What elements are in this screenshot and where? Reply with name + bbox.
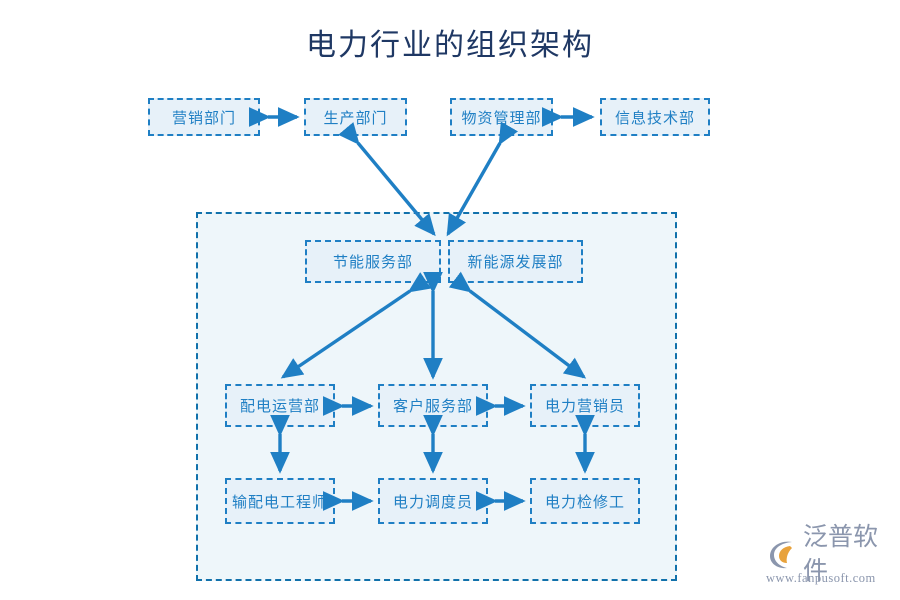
node-marketing-dept[interactable]: 营销部门 — [148, 98, 260, 136]
node-new-energy-development-dept[interactable]: 新能源发展部 — [448, 240, 583, 283]
node-power-dispatcher[interactable]: 电力调度员 — [378, 478, 488, 524]
brand-name: 泛普软件 — [803, 522, 879, 585]
node-power-marketer[interactable]: 电力营销员 — [530, 384, 640, 427]
node-production-dept[interactable]: 生产部门 — [304, 98, 407, 136]
node-customer-service-dept[interactable]: 客户服务部 — [378, 384, 488, 427]
page-title: 电力行业的组织架构 — [306, 28, 594, 63]
node-transmission-distribution-engineer[interactable]: 输配电工程师 — [225, 478, 335, 524]
fanpu-logo-icon — [766, 537, 800, 571]
brand-url: www.fanpusoft.com — [766, 571, 876, 585]
node-materials-mgmt-dept[interactable]: 物资管理部 — [450, 98, 553, 136]
node-distribution-operations-dept[interactable]: 配电运营部 — [225, 384, 335, 427]
node-energy-saving-service-dept[interactable]: 节能服务部 — [305, 240, 441, 283]
node-it-dept[interactable]: 信息技术部 — [600, 98, 710, 136]
watermark-logo: 泛普软件 www.fanpusoft.com — [766, 522, 894, 592]
node-power-maintenance-worker[interactable]: 电力检修工 — [530, 478, 640, 524]
